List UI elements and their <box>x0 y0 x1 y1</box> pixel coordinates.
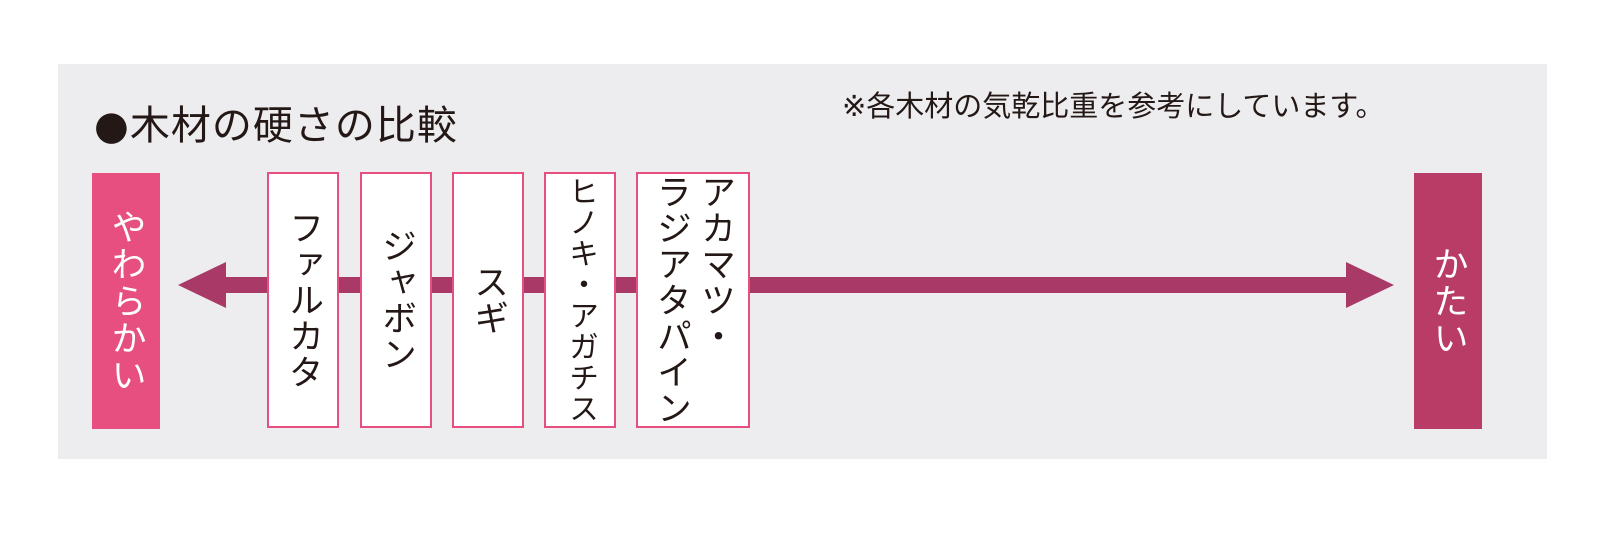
wood-box-falcata: ファルカタ <box>267 172 339 428</box>
wood-label: ファルカタ <box>283 210 323 390</box>
wood-box-sugi: スギ <box>452 172 524 428</box>
soft-end-label-box: やわらかい <box>92 173 160 429</box>
footnote: ※各木材の気乾比重を参考にしています。 <box>842 89 1385 123</box>
wood-label: ヒノキ・アガチス <box>563 176 598 424</box>
wood-label: アカマツ・ ラジアタパイン <box>651 174 735 426</box>
arrow-left-icon <box>178 262 226 308</box>
arrow-right-icon <box>1346 262 1394 308</box>
wood-label: ジャボン <box>376 228 416 372</box>
wood-box-jabon: ジャボン <box>360 172 432 428</box>
wood-box-akamatsu-radiata-pine: アカマツ・ ラジアタパイン <box>636 172 750 428</box>
soft-label: やわらかい <box>105 208 146 394</box>
hard-end-label-box: かたい <box>1414 173 1482 429</box>
wood-label: スギ <box>468 264 508 336</box>
diagram-title: ●木材の硬さの比較 <box>94 103 458 149</box>
hard-label: かたい <box>1427 245 1468 357</box>
wood-box-hinoki-agathis: ヒノキ・アガチス <box>544 172 616 428</box>
